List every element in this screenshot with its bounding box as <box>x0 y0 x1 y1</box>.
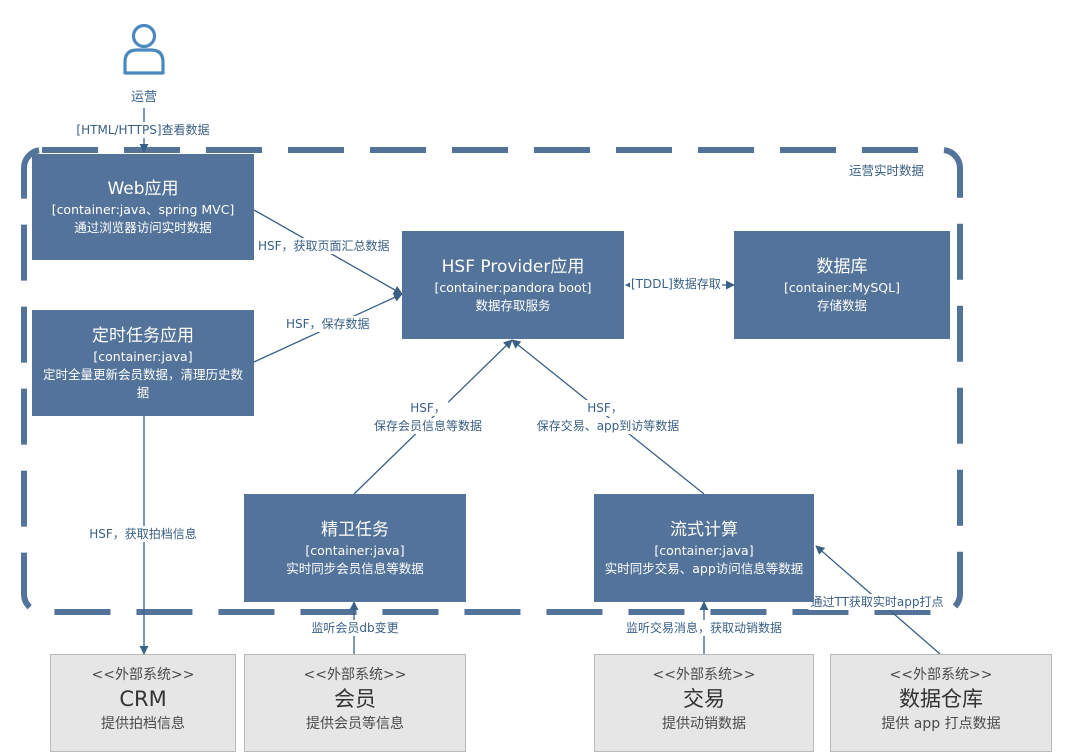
external-name: 交易 <box>683 687 725 711</box>
container-tech: [container:java、spring MVC] <box>51 202 235 217</box>
user-icon <box>123 23 165 75</box>
container-desc: 定时全量更新会员数据，清理历史数据 <box>42 367 243 400</box>
container-desc: 存储数据 <box>816 298 867 313</box>
label-timer-crm: HSF，获取拍档信息 <box>87 526 199 542</box>
label-warehouse-stream: 通过TT获取实时app打点 <box>808 594 946 610</box>
external-system-crm[interactable]: <<外部系统>> CRM 提供拍档信息 <box>50 654 236 752</box>
person-label: 运营 <box>130 90 158 105</box>
label-jingwei-hsf-line1: HSF， <box>408 400 448 416</box>
boundary-label: 运营实时数据 <box>848 163 924 178</box>
container-name: 数据库 <box>816 257 868 277</box>
container-name: HSF Provider应用 <box>441 257 585 277</box>
label-hsf-db: [TDDL]数据存取 <box>630 276 722 292</box>
external-name: 数据仓库 <box>899 687 983 711</box>
container-tech: [container:pandora boot] <box>434 280 592 295</box>
container-web-app[interactable]: Web应用 [container:java、spring MVC] 通过浏览器访… <box>32 154 254 260</box>
external-stereotype: <<外部系统>> <box>91 667 195 683</box>
container-desc: 通过浏览器访问实时数据 <box>74 220 212 235</box>
label-member-jingwei: 监听会员db变更 <box>309 620 401 636</box>
label-jingwei-hsf-line2: 保存会员信息等数据 <box>371 418 485 434</box>
external-system-member[interactable]: <<外部系统>> 会员 提供会员等信息 <box>244 654 466 752</box>
container-timer-app[interactable]: 定时任务应用 [container:java] 定时全量更新会员数据，清理历史数… <box>32 310 254 416</box>
container-name: 定时任务应用 <box>92 326 194 346</box>
edge-jingwei-hsf <box>353 339 513 495</box>
label-person-web: [HTML/HTTPS]查看数据 <box>74 122 212 138</box>
external-stereotype: <<外部系统>> <box>652 667 756 683</box>
external-name: CRM <box>119 687 167 711</box>
external-desc: 提供拍档信息 <box>101 716 185 732</box>
container-desc: 实时同步交易、app访问信息等数据 <box>604 561 804 576</box>
container-desc: 实时同步会员信息等数据 <box>286 561 424 576</box>
container-tech: [container:java] <box>305 543 405 558</box>
system-boundary <box>21 147 963 615</box>
container-name: 流式计算 <box>670 520 738 540</box>
external-desc: 提供 app 打点数据 <box>881 716 1001 732</box>
label-stream-hsf-line1: HSF， <box>585 400 625 416</box>
container-jingwei-task[interactable]: 精卫任务 [container:java] 实时同步会员信息等数据 <box>244 494 466 602</box>
external-desc: 提供会员等信息 <box>306 716 404 732</box>
label-timer-hsf: HSF，保存数据 <box>284 316 372 332</box>
label-trade-stream: 监听交易消息，获取动销数据 <box>623 620 785 636</box>
label-web-hsf: HSF，获取页面汇总数据 <box>256 238 392 254</box>
container-name: Web应用 <box>107 179 179 199</box>
external-desc: 提供动销数据 <box>662 716 746 732</box>
container-tech: [container:java] <box>93 349 193 364</box>
label-stream-hsf-line2: 保存交易、app到访等数据 <box>534 418 682 434</box>
container-hsf-provider[interactable]: HSF Provider应用 [container:pandora boot] … <box>402 231 624 339</box>
external-name: 会员 <box>334 687 376 711</box>
edge-stream-hsf <box>511 339 705 495</box>
container-tech: [container:java] <box>654 543 754 558</box>
container-database[interactable]: 数据库 [container:MySQL] 存储数据 <box>734 231 950 339</box>
external-stereotype: <<外部系统>> <box>889 667 993 683</box>
external-stereotype: <<外部系统>> <box>303 667 407 683</box>
external-system-warehouse[interactable]: <<外部系统>> 数据仓库 提供 app 打点数据 <box>830 654 1052 752</box>
external-system-trade[interactable]: <<外部系统>> 交易 提供动销数据 <box>594 654 814 752</box>
container-desc: 数据存取服务 <box>475 298 551 313</box>
container-name: 精卫任务 <box>321 520 389 540</box>
container-tech: [container:MySQL] <box>784 280 900 295</box>
container-stream-compute[interactable]: 流式计算 [container:java] 实时同步交易、app访问信息等数据 <box>594 494 814 602</box>
